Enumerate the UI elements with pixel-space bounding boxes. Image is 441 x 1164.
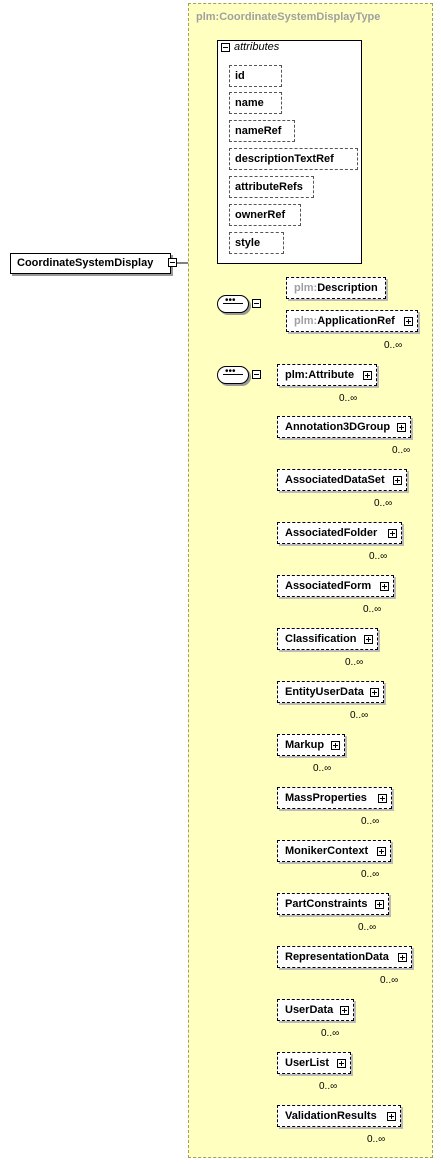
substitute-element[interactable]: MonikerContext — [277, 840, 391, 862]
substitute-element[interactable]: Annotation3DGroup — [277, 416, 411, 438]
element-name: UserList — [285, 1057, 330, 1069]
element-name: UserData — [285, 1004, 334, 1016]
expand-icon[interactable] — [370, 688, 379, 697]
element-prefix: plm: — [294, 282, 318, 294]
substitute-element[interactable]: AssociatedFolder — [277, 522, 402, 544]
element-name: Markup — [285, 739, 325, 751]
expand-icon[interactable] — [398, 953, 407, 962]
sequence-icon — [223, 366, 243, 377]
sequence-2-collapse-icon[interactable] — [252, 370, 261, 379]
element-name: EntityUserData — [285, 686, 364, 698]
substitute-element[interactable]: AssociatedDataSet — [277, 469, 407, 491]
substitute-cardinality: 0..∞ — [313, 763, 332, 774]
substitute-cardinality: 0..∞ — [358, 922, 377, 933]
attribute-item[interactable]: name — [229, 92, 282, 114]
substitute-element[interactable]: ValidationResults — [277, 1105, 401, 1127]
attribute-item[interactable]: style — [229, 232, 284, 254]
attribute-item[interactable]: attributeRefs — [229, 176, 314, 198]
substitute-element[interactable]: AssociatedForm — [277, 575, 394, 597]
application-ref-cardinality: 0..∞ — [384, 340, 403, 351]
sequence-1-collapse-icon[interactable] — [252, 299, 261, 308]
attribute-item[interactable]: id — [229, 65, 282, 87]
substitute-cardinality: 0..∞ — [369, 551, 388, 562]
expand-icon[interactable] — [388, 529, 397, 538]
element-name: ValidationResults — [285, 1110, 377, 1122]
expand-icon[interactable] — [387, 1112, 396, 1121]
attribute-cardinality: 0..∞ — [339, 393, 358, 404]
expand-icon[interactable] — [337, 1059, 346, 1068]
attribute-element[interactable]: plm:Attribute — [277, 364, 378, 386]
expand-icon[interactable] — [363, 371, 373, 380]
element-name: PartConstraints — [285, 898, 368, 910]
expand-icon[interactable] — [340, 1006, 349, 1015]
substitute-cardinality: 0..∞ — [321, 1028, 340, 1039]
expand-icon[interactable] — [331, 741, 340, 750]
element-name: Description — [317, 282, 378, 294]
element-name: Annotation3DGroup — [285, 421, 391, 433]
attribute-item[interactable]: ownerRef — [229, 204, 301, 226]
substitute-cardinality: 0..∞ — [367, 1134, 386, 1145]
attribute-item[interactable]: nameRef — [229, 120, 295, 142]
element-name: MonikerContext — [285, 845, 369, 857]
sequence-icon — [223, 295, 243, 306]
substitute-element[interactable]: UserList — [277, 1052, 351, 1074]
element-name: MassProperties — [285, 792, 367, 804]
substitute-cardinality: 0..∞ — [350, 710, 369, 721]
expand-icon[interactable] — [397, 423, 406, 432]
element-name: RepresentationData — [285, 951, 389, 963]
substitute-element[interactable]: PartConstraints — [277, 893, 389, 915]
attributes-collapse-icon[interactable] — [221, 43, 230, 52]
substitute-cardinality: 0..∞ — [319, 1081, 338, 1092]
substitute-cardinality: 0..∞ — [380, 975, 399, 986]
substitute-element[interactable]: RepresentationData — [277, 946, 412, 968]
root-collapse-icon[interactable] — [168, 258, 177, 267]
element-prefix: plm: — [294, 315, 318, 327]
substitute-element[interactable]: UserData — [277, 999, 354, 1021]
substitute-cardinality: 0..∞ — [374, 498, 393, 509]
expand-icon[interactable] — [403, 317, 413, 326]
element-name: Classification — [285, 633, 357, 645]
expand-icon[interactable] — [375, 900, 384, 909]
substitute-element[interactable]: EntityUserData — [277, 681, 384, 703]
element-prefix: plm: — [285, 369, 309, 381]
expand-icon[interactable] — [377, 847, 386, 856]
element-name: ApplicationRef — [317, 315, 395, 327]
expand-icon[interactable] — [380, 582, 389, 591]
substitute-cardinality: 0..∞ — [345, 657, 364, 668]
attributes-header: attributes — [234, 41, 280, 53]
sequence-compositor-1 — [217, 295, 249, 313]
sequence-compositor-2 — [217, 366, 249, 384]
substitute-cardinality: 0..∞ — [361, 816, 380, 827]
substitute-cardinality: 0..∞ — [363, 604, 382, 615]
substitute-cardinality: 0..∞ — [361, 869, 380, 880]
root-element[interactable]: CoordinateSystemDisplay — [10, 253, 171, 274]
substitute-element[interactable]: MassProperties — [277, 787, 392, 809]
application-ref-element[interactable]: plm:ApplicationRef — [286, 310, 418, 332]
expand-icon[interactable] — [378, 794, 387, 803]
description-element[interactable]: plm:Description — [286, 277, 386, 299]
complex-type-title: plm:CoordinateSystemDisplayType — [196, 11, 381, 23]
substitute-element[interactable]: Markup — [277, 734, 345, 756]
attribute-item[interactable]: descriptionTextRef — [229, 148, 358, 170]
element-name: Attribute — [308, 369, 355, 381]
substitute-element[interactable]: Classification — [277, 628, 378, 650]
element-name: AssociatedFolder — [285, 527, 378, 539]
expand-icon[interactable] — [393, 476, 402, 485]
element-name: AssociatedForm — [285, 580, 372, 592]
expand-icon[interactable] — [364, 635, 373, 644]
substitute-cardinality: 0..∞ — [392, 445, 411, 456]
element-name: AssociatedDataSet — [285, 474, 385, 486]
